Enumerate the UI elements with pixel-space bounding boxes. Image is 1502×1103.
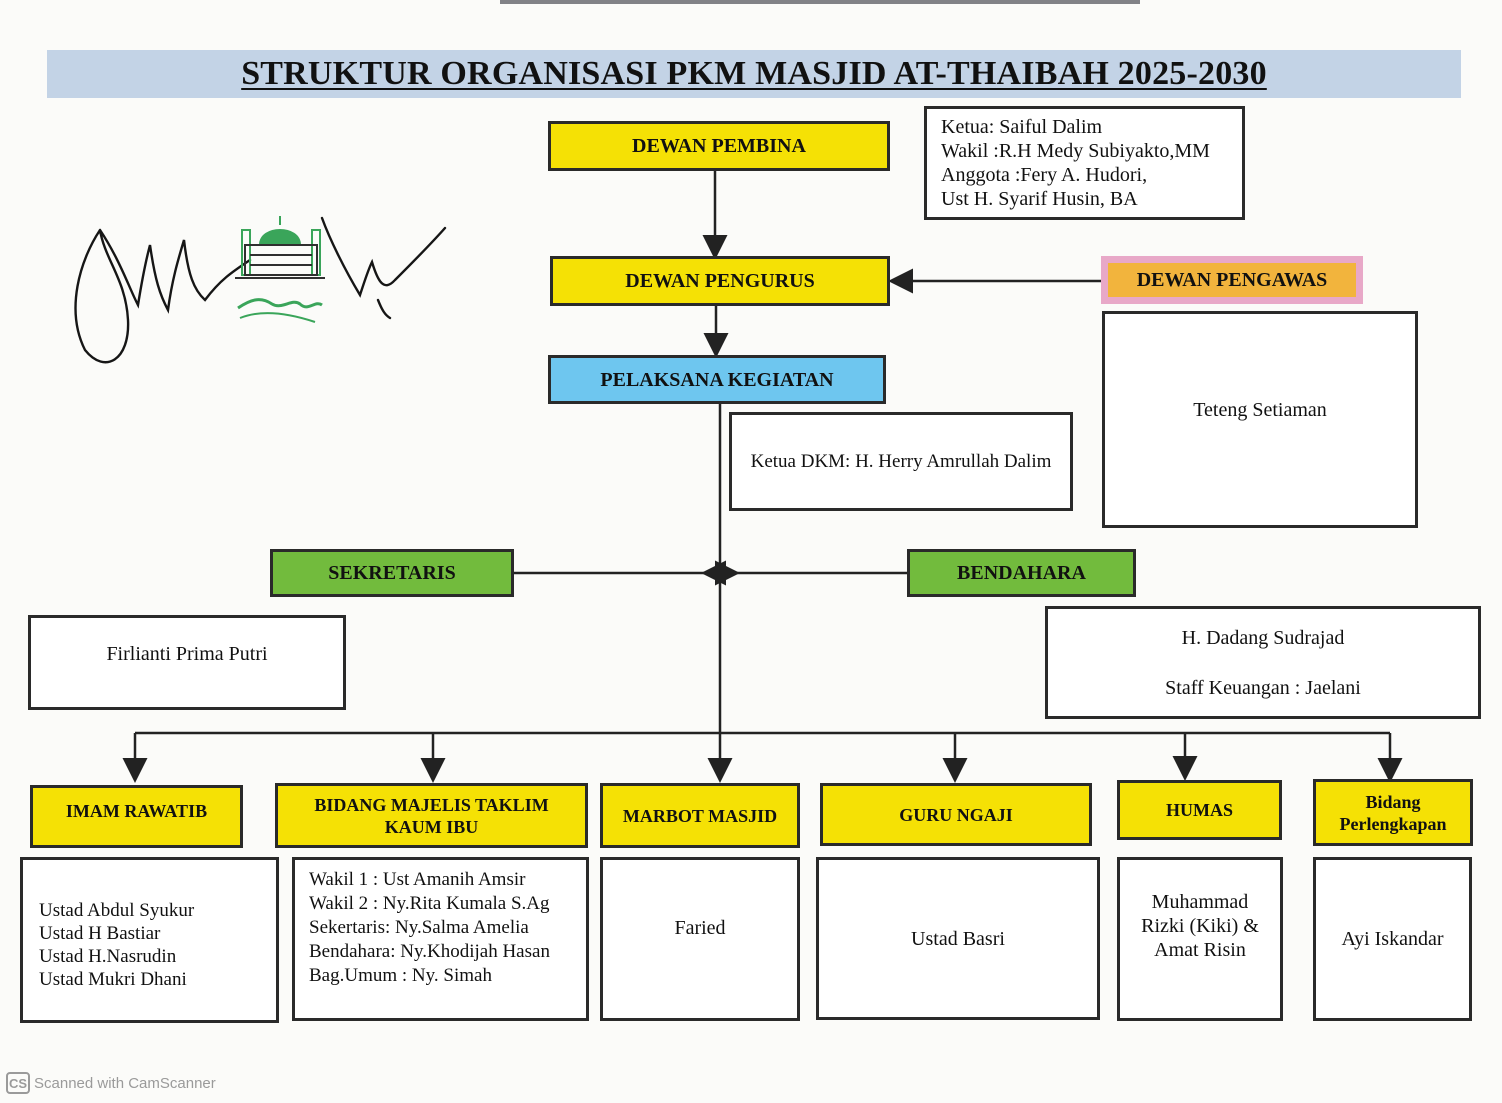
unit-marbot-masjid-members: Faried — [600, 857, 800, 1021]
unit-imam-rawatib-box: IMAM RAWATIB — [30, 785, 243, 848]
dewan-pembina-label: DEWAN PEMBINA — [632, 135, 806, 157]
unit-member: Ustad H Bastiar — [39, 923, 161, 944]
dewan-pengurus-box: DEWAN PENGURUS — [550, 256, 890, 306]
mosque-logo — [235, 216, 325, 323]
scan-edge-strip — [500, 0, 1140, 4]
unit-marbot-masjid-box: MARBOT MASJID — [600, 783, 800, 848]
unit-member: Wakil 2 : Ny.Rita Kumala S.Ag — [309, 893, 550, 914]
unit-member: Faried — [674, 917, 726, 939]
ketua-dkm-box: Ketua DKM: H. Herry Amrullah Dalim — [729, 412, 1073, 511]
dewan-pembina-member: Anggota :Fery A. Hudori, — [941, 164, 1148, 186]
dewan-pengawas-member-box: Teteng Setiaman — [1102, 311, 1418, 528]
unit-member: Amat Risin — [1154, 939, 1246, 961]
unit-member: Bendahara: Ny.Khodijah Hasan — [309, 941, 550, 962]
unit-member: Ustad H.Nasrudin — [39, 946, 177, 967]
dewan-pembina-member: Wakil :R.H Medy Subiyakto,MM — [941, 140, 1210, 162]
bendahara-label: BENDAHARA — [957, 562, 1086, 584]
sekretaris-box: SEKRETARIS — [270, 549, 514, 597]
ketua-dkm-text: Ketua DKM: H. Herry Amrullah Dalim — [750, 450, 1052, 472]
unit-member: Bag.Umum : Ny. Simah — [309, 965, 492, 986]
unit-guru-ngaji-label: GURU NGAJI — [899, 804, 1013, 825]
unit-majelis-taklim-box: BIDANG MAJELIS TAKLIM KAUM IBU — [275, 783, 588, 848]
dewan-pengurus-label: DEWAN PENGURUS — [625, 270, 815, 292]
unit-member: Rizki (Kiki) & — [1141, 915, 1259, 937]
dewan-pembina-members-box: Ketua: Saiful Dalim Wakil :R.H Medy Subi… — [924, 106, 1245, 220]
camscanner-watermark: CS Scanned with CamScanner — [6, 1072, 216, 1094]
unit-member: Ustad Mukri Dhani — [39, 969, 187, 990]
bendahara-box: BENDAHARA — [907, 549, 1136, 597]
sekretaris-label: SEKRETARIS — [328, 562, 456, 584]
dewan-pembina-member: Ust H. Syarif Husin, BA — [941, 188, 1138, 210]
unit-perlengkapan-members: Ayi Iskandar — [1313, 857, 1472, 1021]
unit-humas-members: Muhammad Rizki (Kiki) & Amat Risin — [1117, 857, 1283, 1021]
page-title: STRUKTUR ORGANISASI PKM MASJID AT-THAIBA… — [241, 55, 1267, 92]
unit-guru-ngaji-box: GURU NGAJI — [820, 783, 1092, 846]
dewan-pembina-box: DEWAN PEMBINA — [548, 121, 890, 171]
title-band — [47, 50, 1461, 98]
camscanner-logo-icon: CS — [6, 1072, 30, 1094]
pelaksana-kegiatan-box: PELAKSANA KEGIATAN — [548, 355, 886, 404]
unit-member: Ayi Iskandar — [1341, 928, 1444, 950]
pelaksana-kegiatan-label: PELAKSANA KEGIATAN — [600, 368, 834, 391]
unit-marbot-masjid-label: MARBOT MASJID — [622, 805, 778, 826]
bendahara-member: Staff Keuangan : Jaelani — [1165, 676, 1361, 699]
unit-majelis-taklim-members: Wakil 1 : Ust Amanih Amsir Wakil 2 : Ny.… — [292, 857, 589, 1021]
signature-and-mosque-logo — [74, 216, 447, 364]
signature-mark — [74, 216, 447, 364]
unit-humas-label: HUMAS — [1166, 800, 1233, 820]
unit-majelis-taklim-label-line: BIDANG MAJELIS TAKLIM — [314, 794, 549, 815]
unit-humas-box: HUMAS — [1117, 780, 1282, 840]
dewan-pengawas-member: Teteng Setiaman — [1193, 399, 1327, 421]
unit-member: Ustad Abdul Syukur — [39, 900, 195, 921]
unit-member: Ustad Basri — [911, 927, 1005, 950]
unit-perlengkapan-box: Bidang Perlengkapan — [1313, 779, 1473, 846]
unit-imam-rawatib-label: IMAM RAWATIB — [65, 801, 208, 821]
unit-perlengkapan-label-line: Bidang — [1365, 791, 1421, 812]
unit-guru-ngaji-members: Ustad Basri — [816, 857, 1100, 1020]
unit-majelis-taklim-label-line: KAUM IBU — [384, 816, 479, 837]
unit-perlengkapan-label-line: Perlengkapan — [1339, 813, 1447, 834]
dewan-pengawas-label: DEWAN PENGAWAS — [1136, 269, 1328, 291]
sekretaris-member-box: Firlianti Prima Putri — [28, 615, 346, 710]
dewan-pembina-member: Ketua: Saiful Dalim — [941, 116, 1103, 138]
sekretaris-member: Firlianti Prima Putri — [106, 643, 268, 665]
bendahara-member: H. Dadang Sudrajad — [1181, 626, 1345, 649]
unit-imam-rawatib-members: Ustad Abdul Syukur Ustad H Bastiar Ustad… — [20, 857, 279, 1023]
bendahara-members-box: H. Dadang Sudrajad Staff Keuangan : Jael… — [1045, 606, 1481, 719]
dewan-pengawas-box: DEWAN PENGAWAS — [1101, 256, 1363, 304]
unit-member: Muhammad — [1151, 891, 1249, 913]
camscanner-text: Scanned with CamScanner — [34, 1074, 216, 1092]
unit-member: Wakil 1 : Ust Amanih Amsir — [309, 869, 526, 890]
unit-member: Sekertaris: Ny.Salma Amelia — [309, 917, 529, 938]
